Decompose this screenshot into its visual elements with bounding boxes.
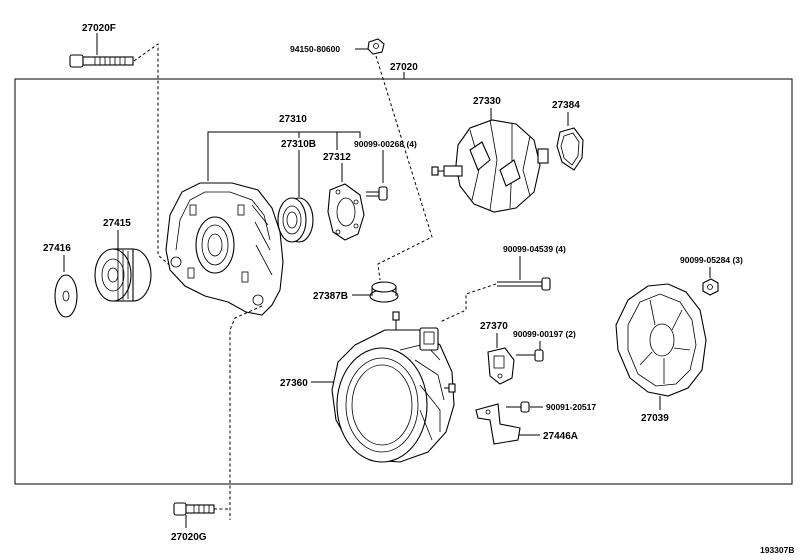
label-90099-05284: 90099-05284 (3) <box>680 255 743 265</box>
rear-cover-27039[interactable] <box>615 283 707 397</box>
label-27387b: 27387B <box>313 291 348 302</box>
screw-90099-00268[interactable] <box>366 186 388 201</box>
label-90099-00197: 90099-00197 (2) <box>513 329 576 339</box>
label-94150-80600: 94150-80600 <box>290 44 340 54</box>
label-27020f: 27020F <box>82 23 116 34</box>
label-90099-00268: 90099-00268 (4) <box>354 139 417 149</box>
reference-code: 193307B <box>760 545 795 555</box>
retainer-plate-27312[interactable] <box>327 183 365 241</box>
label-27310b: 27310B <box>281 139 316 150</box>
ring-27384[interactable] <box>556 127 584 171</box>
label-90099-04539: 90099-04539 (4) <box>503 244 566 254</box>
nut-90099-05284[interactable] <box>702 278 719 296</box>
label-27020g: 27020G <box>171 532 207 543</box>
label-27330: 27330 <box>473 96 501 107</box>
label-27039: 27039 <box>641 413 669 424</box>
rotor-27330[interactable] <box>431 119 549 213</box>
nut-94150-80600[interactable] <box>367 38 385 55</box>
label-27020: 27020 <box>390 62 418 73</box>
bolt-90099-04539[interactable] <box>497 277 551 291</box>
screw-90099-00197[interactable] <box>516 349 544 362</box>
label-27370: 27370 <box>480 321 508 332</box>
label-27446a: 27446A <box>543 431 578 442</box>
drive-end-frame-27310[interactable] <box>165 182 284 316</box>
label-27384: 27384 <box>552 100 580 111</box>
regulator-27370[interactable] <box>487 347 515 385</box>
pulley-27415[interactable] <box>94 248 152 302</box>
plug-27387b[interactable] <box>369 281 399 303</box>
bracket-27446a[interactable] <box>475 403 521 445</box>
stator-frame-27360[interactable] <box>331 311 456 463</box>
label-27416: 27416 <box>43 243 71 254</box>
bolt-27020g[interactable] <box>173 502 215 516</box>
washer-27416[interactable] <box>54 274 78 318</box>
label-27310: 27310 <box>279 114 307 125</box>
label-27312: 27312 <box>323 152 351 163</box>
bearing-27310b[interactable] <box>277 197 314 243</box>
screw-90091-20517[interactable] <box>506 401 530 413</box>
bolt-27020f[interactable] <box>69 54 134 68</box>
label-27360: 27360 <box>280 378 308 389</box>
label-27415: 27415 <box>103 218 131 229</box>
label-90091-20517: 90091-20517 <box>546 402 596 412</box>
